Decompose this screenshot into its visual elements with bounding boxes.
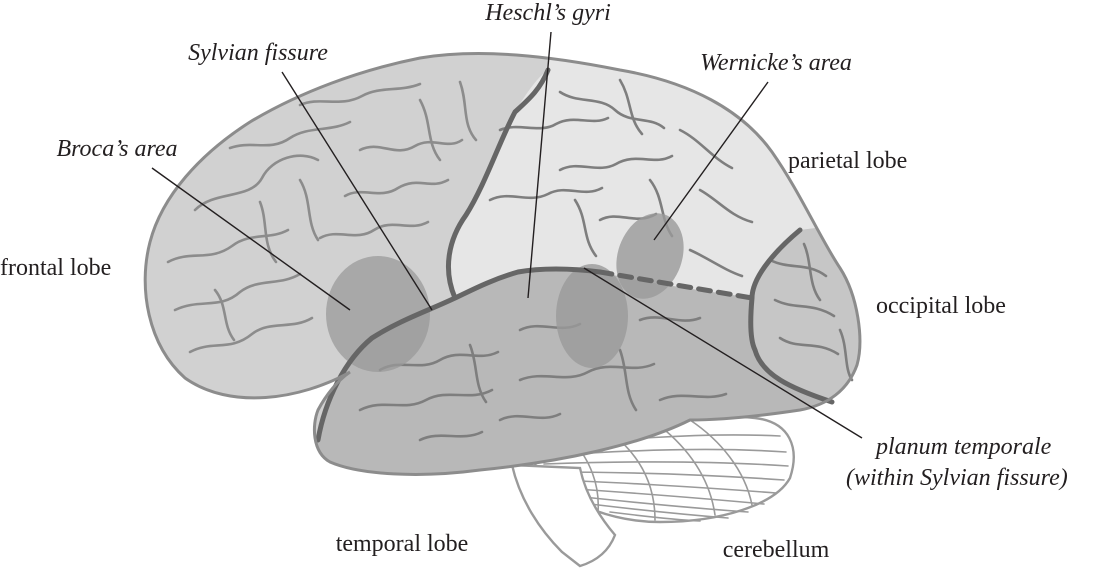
cerebellum-label: cerebellum [723,537,830,563]
parietal-lobe-label: parietal lobe [788,148,907,174]
sylvian-fissure-dashed [597,269,755,301]
temporal-lobe-label: temporal lobe [336,531,469,557]
heschls-gyri-label: Heschl’s gyri [484,0,611,26]
planum-temporale-label: planum temporale [874,434,1052,460]
brocas-area-highlight [326,256,430,372]
occipital-lobe-label: occipital lobe [876,293,1006,319]
lobe-boundaries [315,67,835,443]
sylvian-fissure-line [315,266,603,443]
brocas-area-leader [151,167,351,311]
brain-outline [143,52,862,476]
brocas-area-label: Broca’s area [56,136,177,162]
heschls-gyri-leader [527,31,552,299]
sylvian-fissure-label: Sylvian fissure [188,40,328,66]
wernickes-area-leader [653,81,769,241]
wernickes-area-label: Wernicke’s area [700,50,852,76]
frontal-lobe-label: frontal lobe [0,255,111,281]
brainstem-shape [510,463,617,568]
planum-temporale-highlight [556,264,628,368]
planum-temporale-leader [583,267,863,439]
planum-temporale-sublabel: (within Sylvian fissure) [846,465,1068,491]
parieto-occipital-boundary [748,227,835,405]
central-sulcus [446,67,551,301]
sylvian-fissure-leader [281,71,433,311]
